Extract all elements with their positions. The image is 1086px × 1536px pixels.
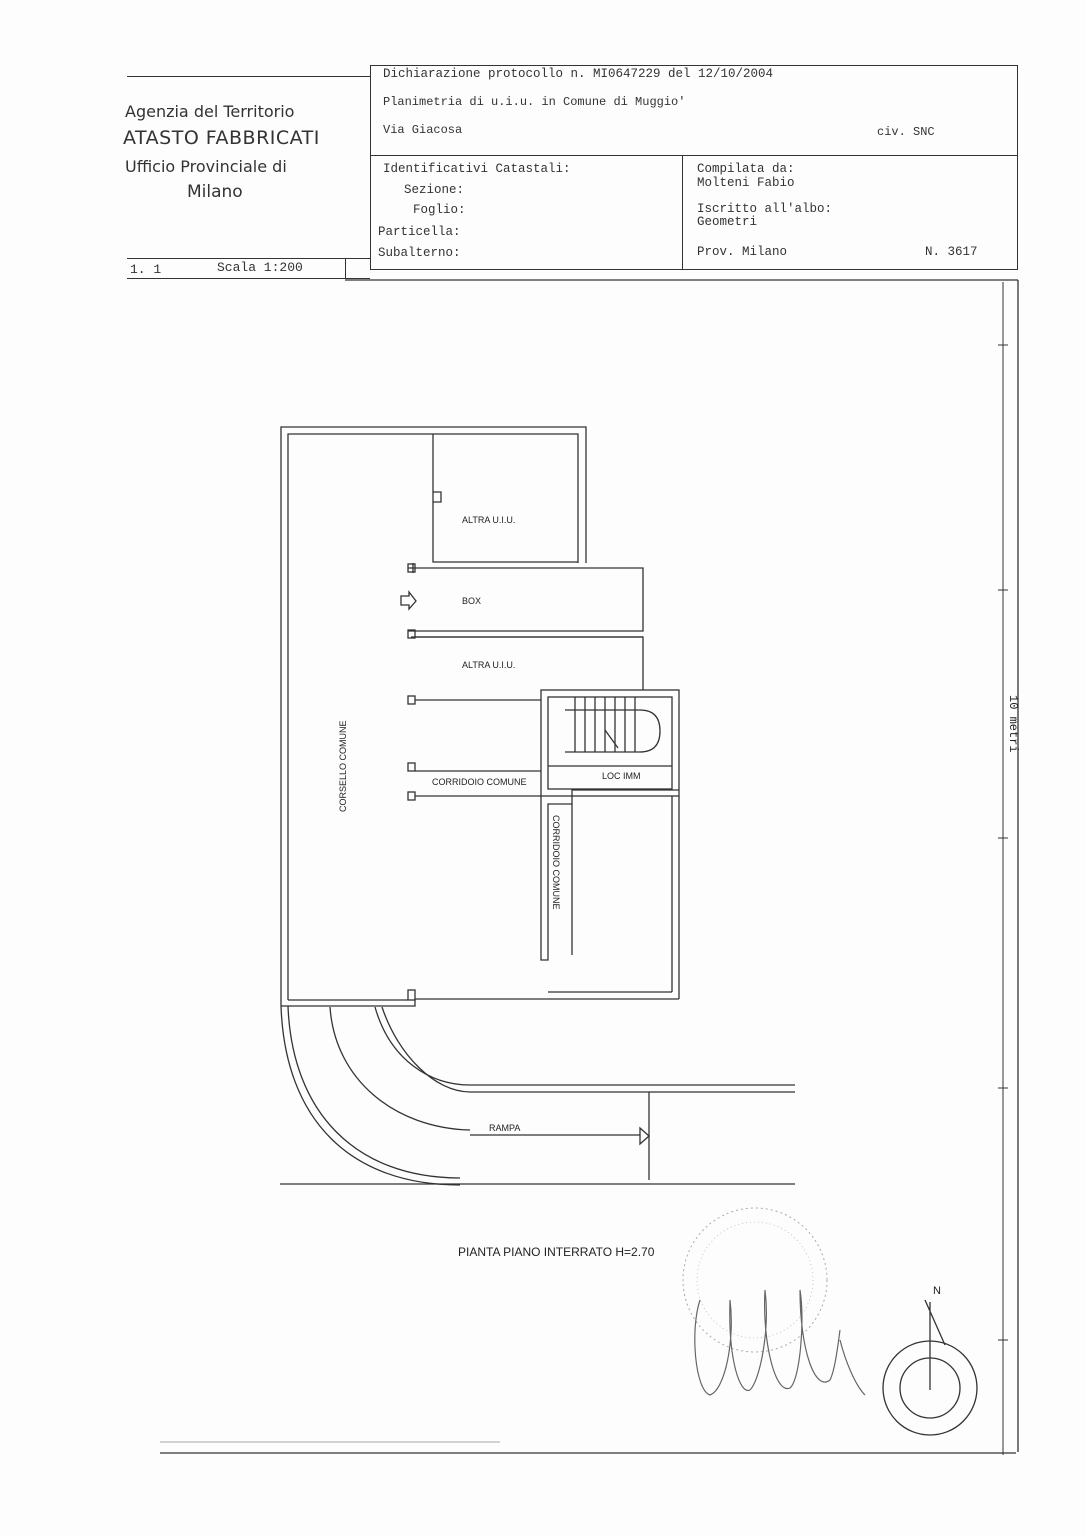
label-altra-uiu-mid: ALTRA U.I.U.	[462, 660, 515, 670]
iscritto-label: Iscritto all'albo:	[697, 202, 833, 216]
header-box	[370, 65, 1018, 270]
sezione-label: Sezione:	[404, 183, 465, 197]
dichiarazione-text: Dichiarazione protocollo n. MI0647229 de…	[383, 67, 774, 81]
stamp-circle	[682, 1207, 828, 1353]
ramp-outer-curve	[280, 1005, 461, 1186]
label-corridoio-vertical: CORRIDOIO COMUNE	[551, 815, 561, 910]
stair-landing	[639, 709, 661, 753]
ramp-arrow-head	[639, 1126, 650, 1146]
altra-uiu-mid-walls	[415, 636, 644, 690]
header-column-divider	[682, 155, 683, 270]
compilata-name: Molteni Fabio	[697, 176, 795, 190]
agency-line-3: Ufficio Provinciale di	[125, 157, 287, 176]
via-text: Via Giacosa	[383, 123, 463, 137]
ramp-outer-curve-inner	[287, 1005, 461, 1179]
column	[407, 791, 416, 801]
plan-caption: PIANTA PIANO INTERRATO H=2.70	[458, 1245, 655, 1259]
compilata-label: Compilata da:	[697, 162, 795, 176]
agency-line-1: Agenzia del Territorio	[125, 102, 295, 121]
header-divider	[370, 155, 1018, 156]
stair-run	[565, 709, 640, 753]
agency-line-4: Milano	[187, 182, 243, 202]
albo-value: Geometri	[697, 215, 758, 229]
door-marker	[433, 491, 442, 503]
corridoio-lower-wall	[415, 789, 679, 961]
albo-number: N. 3617	[925, 245, 978, 259]
column	[407, 695, 416, 705]
altra-uiu-top-wall	[432, 434, 578, 563]
column	[407, 629, 416, 639]
label-altra-uiu-top: ALTRA U.I.U.	[462, 515, 515, 525]
foglio-label: Foglio:	[413, 203, 466, 217]
stair-block-inner	[547, 696, 673, 790]
stair-arrow	[604, 729, 619, 749]
scale-label: Scala 1:200	[217, 260, 303, 275]
particella-label: Particella:	[378, 225, 461, 239]
column	[407, 762, 416, 772]
scale-rule	[127, 278, 370, 279]
corsello-outer-wall	[280, 426, 587, 1006]
stamp-circle-inner	[696, 1221, 814, 1339]
column	[407, 989, 416, 1001]
label-loc-imm: LOC IMM	[602, 771, 641, 781]
identificativi-title: Identificativi Catastali:	[383, 162, 571, 176]
scale-box-divider	[345, 258, 346, 278]
column	[407, 563, 416, 573]
bottom-wall-left	[281, 999, 416, 1007]
sheet-number: 1. 1	[130, 262, 162, 277]
header-rule-top-left	[127, 76, 370, 77]
scale-bar-label: 10 metri	[1006, 695, 1020, 753]
signature	[694, 1289, 866, 1396]
civico-text: civ. SNC	[877, 125, 935, 139]
stair-treads	[574, 697, 636, 752]
ramp-inner-curve	[374, 1006, 795, 1086]
label-corsello: CORSELLO COMUNE	[338, 720, 348, 812]
stair-block-outer	[540, 689, 680, 797]
box-walls	[408, 567, 644, 632]
agency-line-2: ATASTO FABBRICATI	[123, 127, 320, 149]
label-corridoio-horizontal: CORRIDOIO COMUNE	[432, 777, 527, 787]
ramp-inner-curve-2	[381, 1006, 795, 1093]
header-rule-bottom-left	[127, 258, 370, 259]
ramp-middle-curve	[329, 1006, 471, 1131]
label-rampa: RAMPA	[489, 1123, 520, 1133]
subalterno-label: Subalterno:	[378, 246, 461, 260]
north-label: N	[933, 1285, 941, 1297]
north-arrow-icon	[924, 1299, 946, 1390]
label-box: BOX	[462, 596, 481, 606]
planimetria-text: Planimetria di u.i.u. in Comune di Muggi…	[383, 95, 686, 109]
box-arrow-icon	[400, 590, 417, 611]
provincia-text: Prov. Milano	[697, 245, 788, 259]
box-walls-inner	[411, 563, 643, 638]
